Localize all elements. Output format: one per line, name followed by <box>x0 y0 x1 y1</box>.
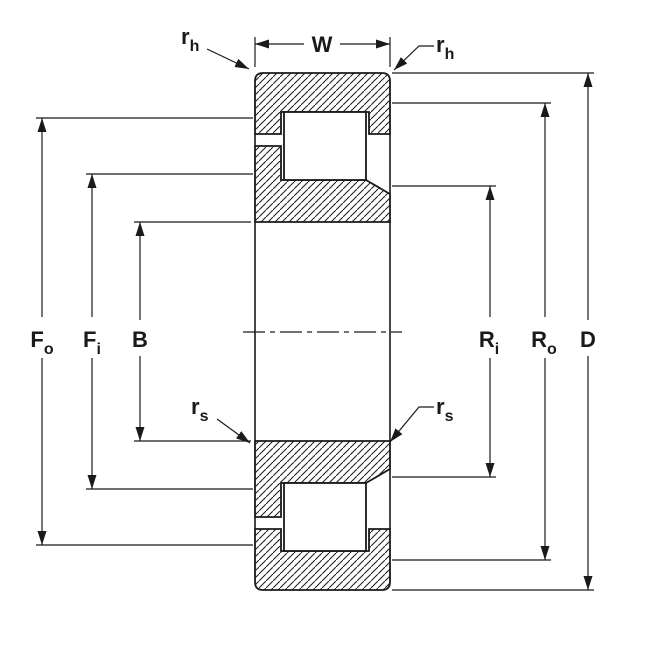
leader-line <box>389 406 434 443</box>
label-backing <box>75 317 110 358</box>
leader-rs-right: rs <box>389 394 454 443</box>
label-fi-sub: i <box>97 341 101 358</box>
label-rs-left: rs <box>191 394 209 425</box>
leader-rh-left: rh <box>181 24 250 70</box>
leader-rh-right: rh <box>393 32 454 71</box>
label-fi-main: F <box>83 327 96 352</box>
leader-line <box>393 45 434 71</box>
label-backing <box>127 320 154 356</box>
dimension-b: B <box>127 221 251 442</box>
label-fo-sub: o <box>44 341 54 358</box>
roller-top <box>283 111 367 181</box>
label-backing <box>574 320 603 356</box>
bearing-bottom-section <box>254 440 391 591</box>
label-ro-main: R <box>531 327 547 352</box>
label-rh-left-sub: h <box>190 38 200 55</box>
label-rh-left: rh <box>181 24 199 55</box>
label-b: B <box>132 327 148 352</box>
leader-rs-left: rs <box>191 394 251 444</box>
outer-ring-bottom <box>254 528 391 591</box>
label-d: D <box>580 327 596 352</box>
label-rs-left-sub: s <box>200 408 209 425</box>
roller-bottom <box>283 482 367 552</box>
label-rh-left-main: r <box>181 24 190 49</box>
label-ri-main: R <box>479 327 495 352</box>
label-fo: Fo <box>30 327 53 358</box>
outer-ring-top <box>254 72 391 135</box>
leader-line <box>206 48 250 70</box>
label-backing <box>304 30 340 58</box>
label-fi: Fi <box>83 327 101 358</box>
label-rs-right: rs <box>436 394 454 425</box>
label-backing <box>471 317 509 358</box>
dimension-w: W <box>254 30 391 67</box>
label-backing <box>24 317 61 358</box>
dimension-ro: Ro <box>392 102 565 561</box>
label-ro: Ro <box>531 327 557 358</box>
label-ro-sub: o <box>547 341 557 358</box>
dimension-fi: Fi <box>75 173 253 490</box>
dimension-fo: Fo <box>24 117 253 546</box>
label-fo-main: F <box>30 327 43 352</box>
label-ri: Ri <box>479 327 499 358</box>
label-ri-sub: i <box>495 341 499 358</box>
bearing-top-section <box>254 72 391 223</box>
leader-line <box>216 418 251 444</box>
inner-ring-top <box>254 145 391 223</box>
label-rs-right-sub: s <box>445 408 454 425</box>
label-rh-right: rh <box>436 32 454 63</box>
label-rh-right-main: r <box>436 32 445 57</box>
dimension-d: D <box>392 72 603 591</box>
label-rs-left-main: r <box>191 394 200 419</box>
inner-ring-bottom <box>254 440 391 518</box>
label-rh-right-sub: h <box>445 46 455 63</box>
label-w: W <box>312 32 333 57</box>
dimension-ri: Ri <box>392 185 509 478</box>
label-rs-right-main: r <box>436 394 445 419</box>
label-backing <box>525 317 565 358</box>
